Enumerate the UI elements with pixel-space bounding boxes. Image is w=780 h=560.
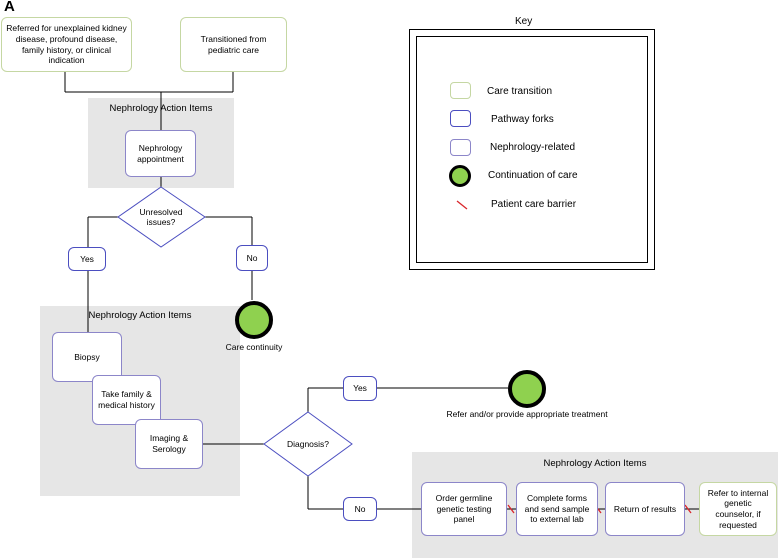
barrier-mark-3 [684,504,692,514]
action-panel-2-title: Nephrology Action Items [88,310,192,321]
key-barrier-swatch [456,200,468,210]
nephrology-appointment-box: Nephrology appointment [125,130,196,177]
key-continuation-swatch [449,165,471,187]
key-pathway-fork-label: Pathway forks [491,114,554,125]
unresolved-issues-label: Unresolved issues? [139,206,183,227]
key-title: Key [515,16,533,27]
key-frame [409,29,655,270]
key-care-transition-label: Care transition [487,86,553,97]
key-nephrology-label: Nephrology-related [490,142,576,153]
care-continuity-label: Care continuity [225,342,283,352]
decision-diamond-1 [117,186,206,248]
diagnosis-label: Diagnosis? [286,438,330,449]
no-box-2: No [343,497,377,521]
decision-diamond-2 [263,411,353,477]
transitioned-box: Transitioned from pediatric care [180,17,287,72]
complete-forms-box: Complete forms and send sample to extern… [516,482,598,536]
key-nephrology-swatch [450,139,471,156]
key-barrier-label: Patient care barrier [491,199,577,210]
key-inner-frame [416,36,648,263]
key-continuation-label: Continuation of care [488,170,578,181]
panel-letter: A [4,0,15,15]
treatment-circle [508,370,546,408]
barrier-mark-1 [507,504,515,514]
refer-counselor-box: Refer to internal genetic counselor, if … [699,482,777,536]
order-testing-box: Order germline genetic testing panel [421,482,507,536]
key-care-transition-swatch [450,82,471,99]
referred-box: Referred for unexplained kidney disease,… [1,17,132,72]
family-history-box: Take family & medical history [92,375,161,425]
yes-box-2: Yes [343,376,377,401]
action-panel-3-title: Nephrology Action Items [543,458,647,469]
no-box-1: No [236,245,268,271]
imaging-serology-box: Imaging & Serology [135,419,203,469]
care-continuity-circle [235,301,273,339]
biopsy-box: Biopsy [52,332,122,382]
treatment-label: Refer and/or provide appropriate treatme… [446,409,608,419]
yes-box-1: Yes [68,247,106,271]
key-pathway-fork-swatch [450,110,471,127]
return-results-box: Return of results [605,482,685,536]
